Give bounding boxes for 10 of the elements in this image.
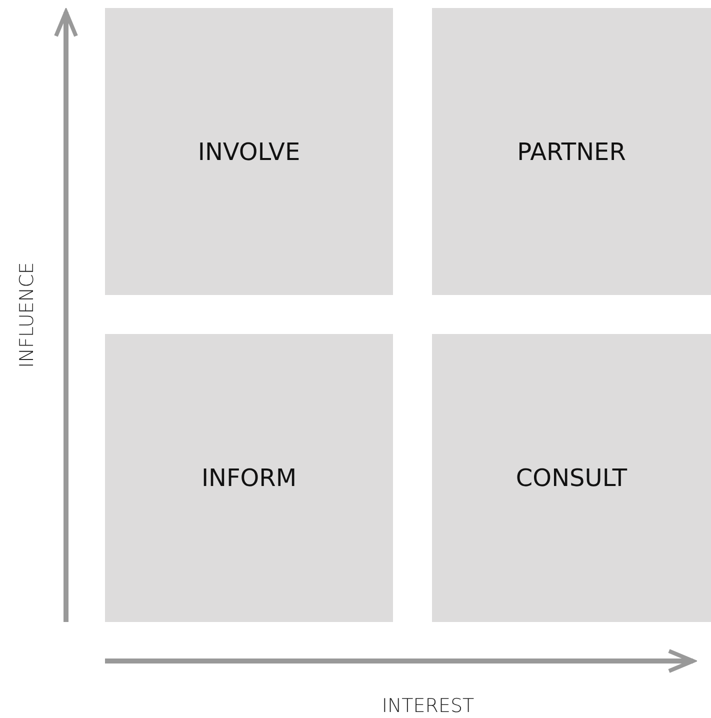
quadrant-label: INVOLVE	[198, 138, 300, 166]
quadrant-box	[105, 8, 393, 295]
quadrant-box	[105, 334, 393, 622]
axis-label: INFLUENCE	[16, 262, 38, 368]
quadrant-box	[432, 334, 711, 622]
axis-label: INTEREST	[382, 695, 474, 717]
quadrant-label: INFORM	[201, 464, 297, 492]
quadrant-label: CONSULT	[516, 464, 628, 492]
quadrant-box	[432, 8, 711, 295]
quadrant-label: PARTNER	[517, 138, 626, 166]
